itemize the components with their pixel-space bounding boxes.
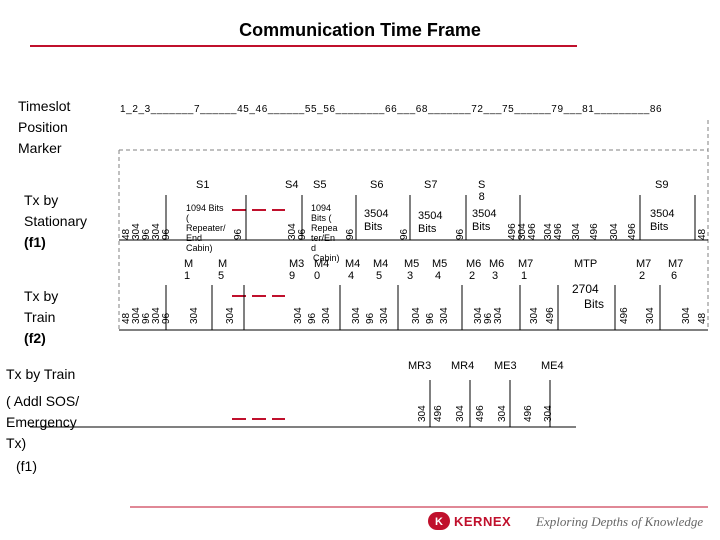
train-num-304: 304 [493, 307, 504, 324]
title-underline [30, 45, 577, 47]
stat-num-96: 96 [455, 228, 466, 240]
slot-me4: ME4 [541, 360, 564, 372]
stat-num-96: 96 [161, 228, 172, 240]
train-num-304: 304 [529, 307, 540, 324]
stat-num-96: 96 [399, 228, 410, 240]
stat-num-496: 496 [527, 223, 538, 240]
train-num-304: 304 [379, 307, 390, 324]
train-num-304: 304 [439, 307, 450, 324]
kernex-logo: KERNEX [454, 514, 512, 529]
row-label-timeslot: Timeslot Position Marker [18, 98, 71, 156]
addl-num-304: 304 [417, 405, 428, 422]
slot-s5: S5 [313, 179, 327, 191]
slot-s7: S7 [424, 179, 438, 191]
stat-num-304: 304 [571, 223, 582, 240]
train-num-304: 304 [321, 307, 332, 324]
row-label-train-addl: Tx by Train ( Addl SOS/ Emergency Tx) (f… [6, 366, 80, 474]
slot-mr4: MR4 [451, 360, 475, 372]
stat-num-496: 496 [589, 223, 600, 240]
train-num-304: 304 [645, 307, 656, 324]
train-num-304: 304 [411, 307, 422, 324]
stat-num-496: 496 [553, 223, 564, 240]
svg-text:K: K [435, 516, 443, 528]
s1-description: 1094 Bits ( Repeater/ End Cabin) [186, 203, 226, 253]
slot-mtp: MTP [574, 258, 598, 270]
stat-num-304: 304 [609, 223, 620, 240]
footer-tagline: Exploring Depths of Knowledge [536, 514, 704, 529]
train-num-96: 96 [161, 312, 172, 324]
row-label-train-f2: Tx by Train (f2) [24, 288, 59, 346]
stat-num-48: 48 [697, 228, 708, 240]
stat-num-496: 496 [627, 223, 638, 240]
train-num-304: 304 [293, 307, 304, 324]
slot-s4: S4 [285, 179, 299, 191]
train-num-96: 96 [425, 312, 436, 324]
page-title: Communication Time Frame [239, 20, 481, 40]
train-num-304: 304 [681, 307, 692, 324]
slot-s1: S1 [196, 179, 210, 191]
stat-num-96: 96 [345, 228, 356, 240]
slot-mr3: MR3 [408, 360, 432, 372]
train-num-304: 304 [225, 307, 236, 324]
slot-s9: S9 [655, 179, 669, 191]
slot-me3: ME3 [494, 360, 517, 372]
train-num-496: 496 [619, 307, 630, 324]
train-num-48: 48 [697, 312, 708, 324]
addl-num-496: 496 [475, 405, 486, 422]
train-num-304: 304 [351, 307, 362, 324]
stat-num-96: 96 [233, 228, 244, 240]
addl-num-304: 304 [497, 405, 508, 422]
slot-s6: S6 [370, 179, 384, 191]
row-label-stationary: Tx by Stationary (f1) [24, 192, 88, 250]
s5-description: 1094 Bits ( Repea ter/En d Cabin) [311, 203, 340, 263]
addl-num-304: 304 [455, 405, 466, 422]
train-num-496: 496 [545, 307, 556, 324]
addl-num-304: 304 [543, 405, 554, 422]
timeslot-marker: 1_2_3_______7______45_46______55_56_____… [120, 104, 663, 115]
train-num-96: 96 [307, 312, 318, 324]
addl-num-496: 496 [523, 405, 534, 422]
train-num-96: 96 [365, 312, 376, 324]
addl-num-496: 496 [433, 405, 444, 422]
stat-num-96: 96 [297, 228, 308, 240]
train-num-304: 304 [189, 307, 200, 324]
